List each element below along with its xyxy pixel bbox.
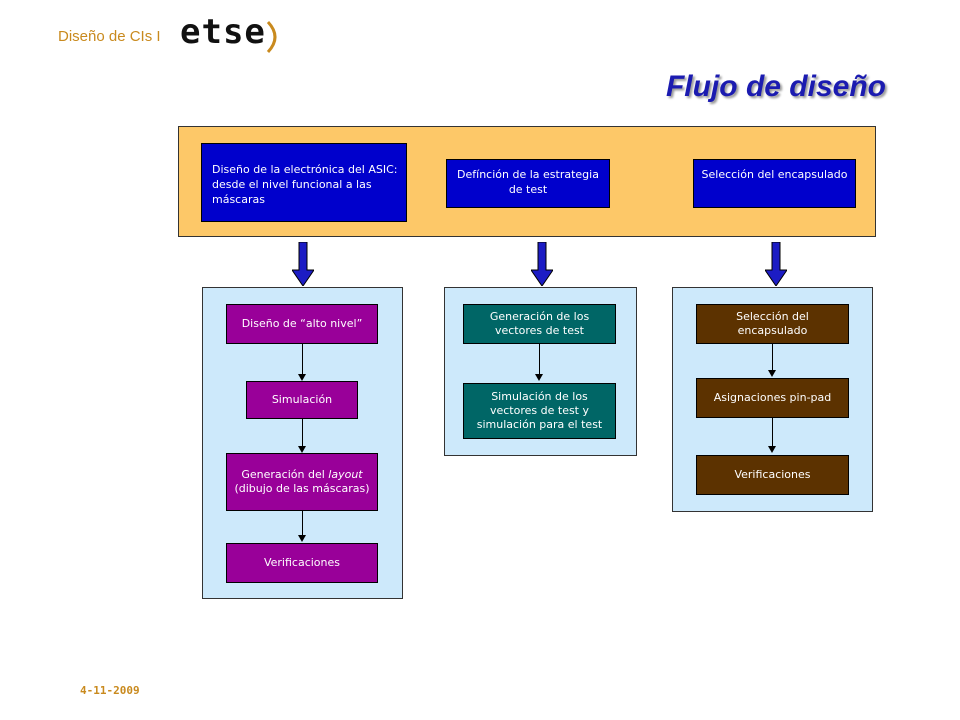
etse-logo: etse	[180, 12, 290, 60]
layout-generation-step: Generación del layout (dibujo de las más…	[226, 453, 378, 511]
logo-arc-icon	[266, 20, 277, 54]
down-arrow-icon	[292, 242, 314, 286]
verification-step: Verificaciones	[226, 543, 378, 583]
connector-line	[302, 344, 303, 375]
layout-step-text-a: Generación del	[241, 468, 329, 481]
high-level-design-step: Diseño de “alto nivel”	[226, 304, 378, 344]
package-verification-step: Verificaciones	[696, 455, 849, 495]
connector-line	[302, 419, 303, 447]
test-strategy-box: Defínción de la estrategia de test	[446, 159, 610, 208]
test-vector-simulation-step: Simulación de los vectores de test y sim…	[463, 383, 616, 439]
package-selection-box: Selección del encapsulado	[693, 159, 856, 208]
arrowhead-icon	[298, 374, 306, 381]
pin-pad-assignment-step: Asignaciones pin-pad	[696, 378, 849, 418]
connector-line	[772, 418, 773, 447]
course-name: Diseño de CIs I	[58, 28, 161, 45]
arrowhead-icon	[298, 535, 306, 542]
connector-line	[539, 344, 540, 375]
logo-text: etse	[180, 12, 266, 52]
layout-step-emphasis: layout	[328, 468, 363, 481]
page-title: Flujo de diseño	[665, 70, 886, 103]
test-vector-generation-step: Generación de los vectores de test	[463, 304, 616, 344]
package-select-step: Selección del encapsulado	[696, 304, 849, 344]
connector-line	[302, 511, 303, 536]
footer-date: 4-11-2009	[80, 684, 140, 697]
simulation-step: Simulación	[246, 381, 358, 419]
asic-design-box: Diseño de la electrónica del ASIC: desde…	[201, 143, 407, 222]
arrowhead-icon	[768, 446, 776, 453]
down-arrow-icon	[531, 242, 553, 286]
arrowhead-icon	[535, 374, 543, 381]
down-arrow-icon	[765, 242, 787, 286]
arrowhead-icon	[768, 370, 776, 377]
layout-step-text-b: (dibujo de las máscaras)	[234, 482, 370, 495]
layout-step-text: Generación del layout (dibujo de las más…	[233, 468, 371, 496]
connector-line	[772, 344, 773, 370]
arrowhead-icon	[298, 446, 306, 453]
